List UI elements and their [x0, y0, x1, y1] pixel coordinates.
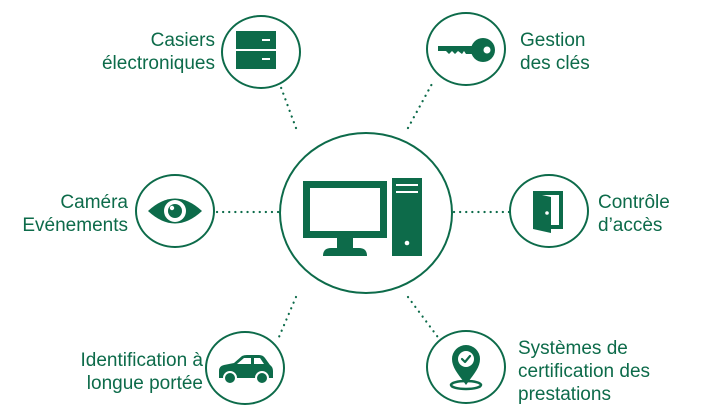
camera-label: Caméra Evénements	[22, 191, 128, 237]
certification-label-line-1: Systèmes de	[518, 338, 628, 359]
lockers-label-line-1: Casiers	[150, 30, 215, 51]
location-check-icon	[449, 345, 483, 391]
certification-node	[426, 330, 506, 404]
long-range-label-line-1: Identification à	[80, 350, 203, 371]
connector-lockers	[277, 80, 298, 130]
access-label: Contrôle d’accès	[598, 191, 670, 237]
key-icon	[438, 38, 495, 62]
lockers-label-line-2: électroniques	[101, 53, 215, 74]
keys-label-line-2: des clés	[520, 53, 590, 74]
desktop-computer-icon	[303, 178, 422, 256]
lockers-label: Casiers électroniques	[102, 29, 215, 75]
access-label-line-1: Contrôle	[598, 192, 670, 213]
camera-label-line-2: Evénements	[22, 215, 128, 236]
long-range-label: Identification à longue portée	[80, 349, 203, 395]
eye-icon	[148, 198, 202, 224]
long-range-node	[205, 331, 285, 405]
camera-node	[135, 174, 215, 248]
keys-node	[426, 12, 506, 86]
long-range-label-line-2: longue portée	[86, 373, 203, 394]
access-label-line-2: d’accès	[598, 215, 663, 236]
connector-keys	[406, 80, 435, 130]
locker-icon	[236, 31, 276, 69]
keys-label-line-1: Gestion	[520, 30, 586, 51]
car-icon	[219, 355, 273, 385]
access-node	[509, 174, 589, 248]
certification-label-line-3: prestations	[518, 384, 611, 405]
connector-long-range	[277, 295, 298, 339]
door-icon	[533, 191, 563, 233]
keys-label: Gestion des clés	[520, 29, 590, 75]
lockers-node	[221, 15, 301, 89]
certification-label: Systèmes de certification des prestation…	[518, 337, 650, 406]
certification-label-line-2: certification des	[518, 361, 651, 382]
camera-label-line-1: Caméra	[60, 192, 128, 213]
hub-computer-node	[279, 132, 453, 294]
